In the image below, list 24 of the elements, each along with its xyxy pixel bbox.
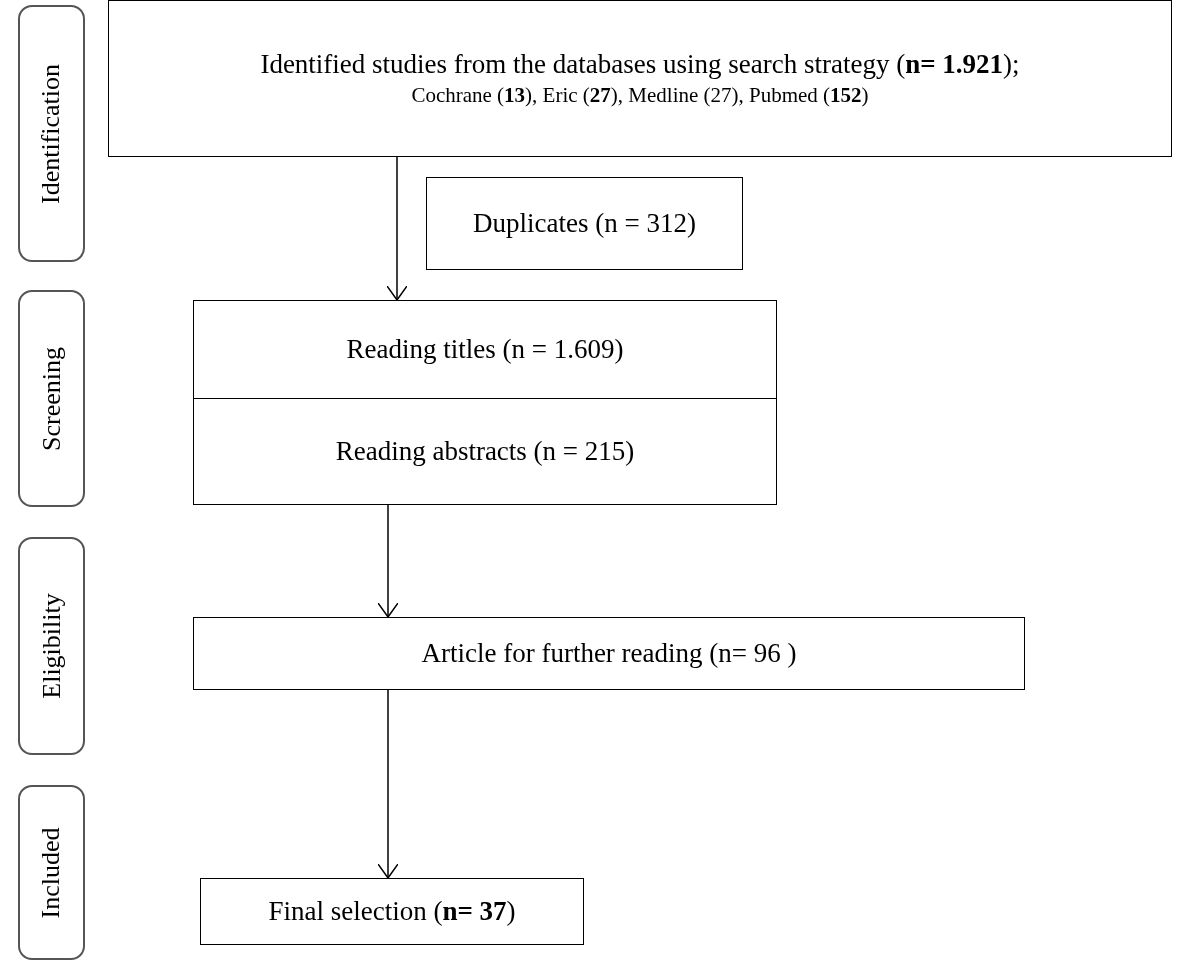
- box-text: Reading abstracts (n = 215): [335, 434, 635, 468]
- stage-label: Identification: [36, 63, 67, 204]
- stage-label: Eligibility: [36, 593, 67, 699]
- stage-label-box: [18, 290, 85, 507]
- stage-label: Screening: [36, 346, 67, 451]
- box-text: Identified studies from the databases using search strategy (n= 1.921);: [260, 48, 1020, 82]
- stage-label-box: [18, 5, 85, 262]
- stage-label-box: [18, 537, 85, 755]
- process-box: [193, 617, 1025, 690]
- arrow: [377, 689, 399, 879]
- process-box: [200, 878, 584, 945]
- box-text: Final selection (n= 37): [268, 894, 516, 928]
- box-text: Reading titles (n = 1.609): [346, 332, 624, 366]
- box-text: Article for further reading (n= 96 ): [421, 636, 797, 670]
- process-box: [108, 0, 1172, 157]
- process-box: [193, 398, 777, 505]
- arrow: [386, 156, 408, 301]
- stage-label: Included: [36, 827, 67, 918]
- arrow: [377, 504, 399, 618]
- stage-label-box: [18, 785, 85, 960]
- box-text: Duplicates (n = 312): [473, 206, 696, 240]
- process-box: [426, 177, 743, 270]
- box-text: Cochrane (13), Eric (27), Medline (27), Pubmed (152): [411, 82, 869, 110]
- process-box: [193, 300, 777, 399]
